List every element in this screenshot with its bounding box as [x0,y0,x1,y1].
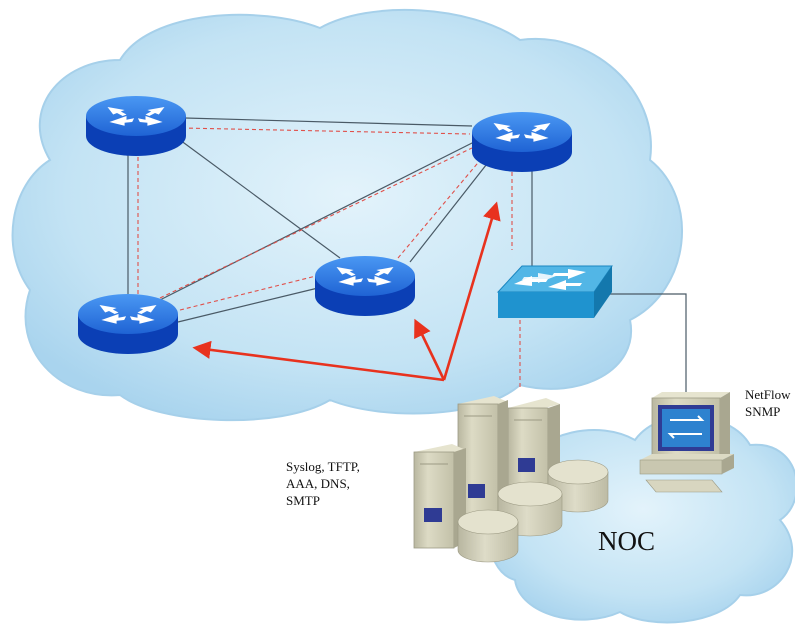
switch-icon [496,265,613,318]
services-label: Syslog, TFTP, AAA, DNS, SMTP [286,459,360,508]
database-icon [457,509,519,563]
router-icon [78,294,178,354]
link-switch-workstation [594,293,687,400]
core-cloud [11,9,683,422]
management-links [137,127,521,390]
link-r4-r3 [177,287,319,323]
mgmt-r1-r2 [181,127,471,135]
noc-label: NOC [598,526,656,556]
workstation-icon [639,392,734,493]
router-icon [86,96,186,156]
link-r4-r2 [149,139,479,306]
link-r3-r2 [409,159,491,263]
mgmt-r4-r2 [159,147,473,299]
mgmt-r3-r2 [397,157,483,259]
database-icon [547,459,609,513]
link-r1-r3 [179,139,341,259]
router-icon [315,256,415,316]
router-icon [472,112,572,172]
mgmt-r4-r3 [179,275,317,311]
flow-arrows [192,201,501,382]
flow-arrow-r3 [414,318,446,381]
server-icon [413,444,466,549]
physical-links [127,117,687,400]
link-r1-r2 [184,117,473,127]
management-protocols-label: NetFlow SNMP [745,387,791,419]
flow-arrow-r4 [192,340,445,382]
flow-arrow-r2 [442,201,501,381]
